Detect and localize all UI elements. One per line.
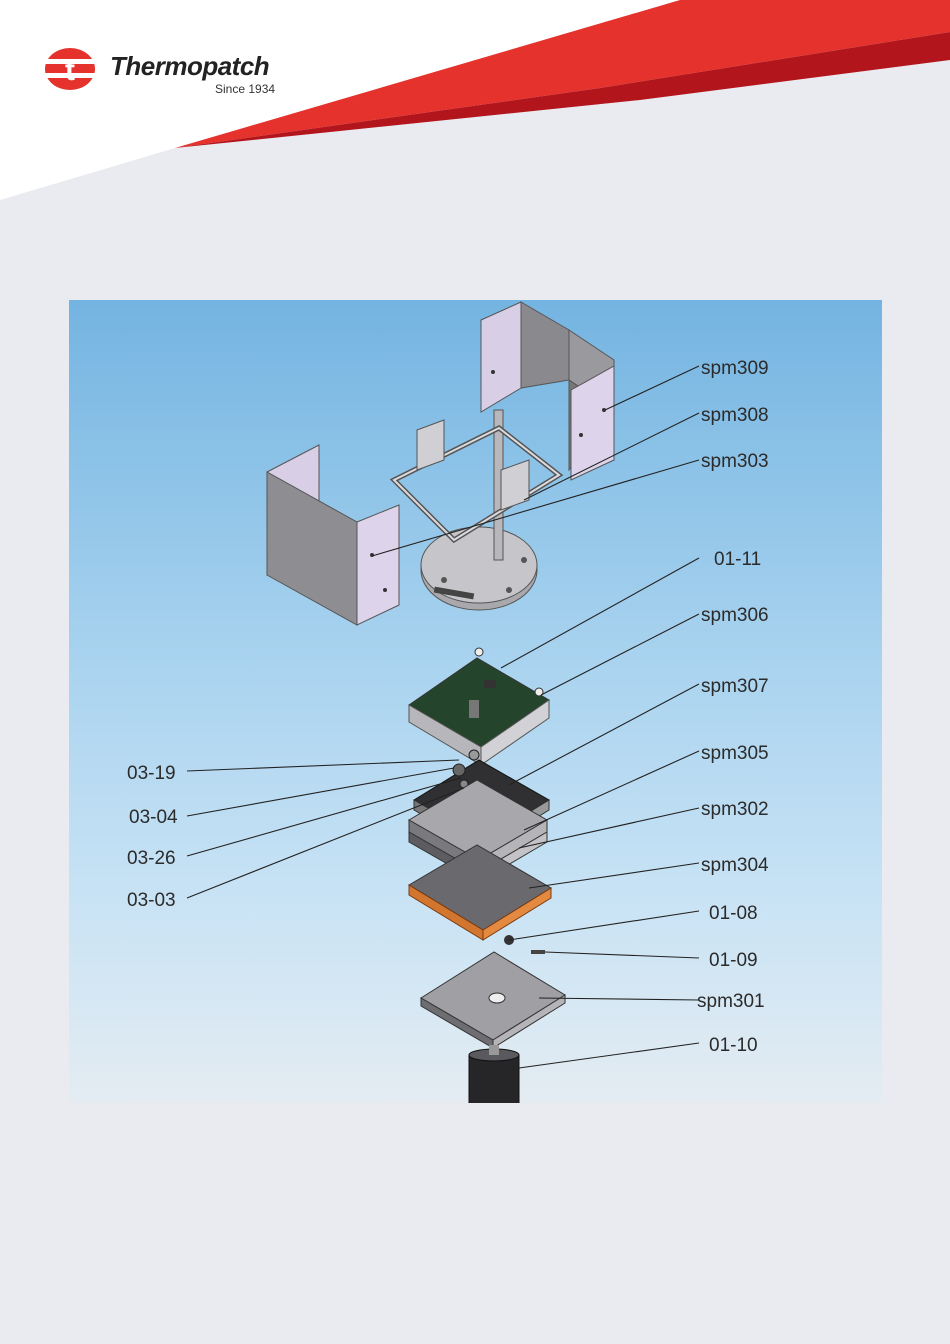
callout-01-08: 01-08 (709, 903, 758, 924)
callout-03-19: 03-19 (127, 763, 176, 784)
brand-tagline: Since 1934 (215, 82, 275, 96)
header-swoosh (0, 0, 950, 210)
callout-03-03: 03-03 (127, 890, 176, 911)
thermopatch-logo-icon: t (42, 42, 102, 98)
callout-03-26: 03-26 (127, 848, 176, 869)
callout-spm304: spm304 (701, 855, 769, 876)
exploded-assembly-drawing: spm309 spm308 spm303 01-11 spm306 spm307… (69, 300, 882, 1103)
exploded-diagram-panel: spm309 spm308 spm303 01-11 spm306 spm307… (69, 300, 882, 1103)
control-board-part (409, 648, 549, 765)
mast-frame-part (394, 410, 559, 610)
heating-pad-part (409, 845, 551, 940)
callout-01-09: 01-09 (709, 950, 758, 971)
callout-03-04: 03-04 (129, 807, 178, 828)
callout-01-11: 01-11 (714, 549, 761, 570)
callout-spm305: spm305 (701, 743, 769, 764)
callout-spm301: spm301 (697, 991, 765, 1012)
callout-spm302: spm302 (701, 799, 769, 820)
svg-text:t: t (65, 54, 75, 87)
callout-spm307: spm307 (701, 676, 769, 697)
base-plate-part (421, 952, 565, 1048)
callout-spm308: spm308 (701, 405, 769, 426)
callout-spm303: spm303 (701, 451, 769, 472)
callout-01-10: 01-10 (709, 1035, 758, 1056)
motor-part (469, 1045, 519, 1103)
callout-spm309: spm309 (701, 358, 769, 379)
brand-name: Thermopatch (110, 51, 269, 82)
left-shroud-part (267, 445, 399, 625)
callout-spm306: spm306 (701, 605, 769, 626)
